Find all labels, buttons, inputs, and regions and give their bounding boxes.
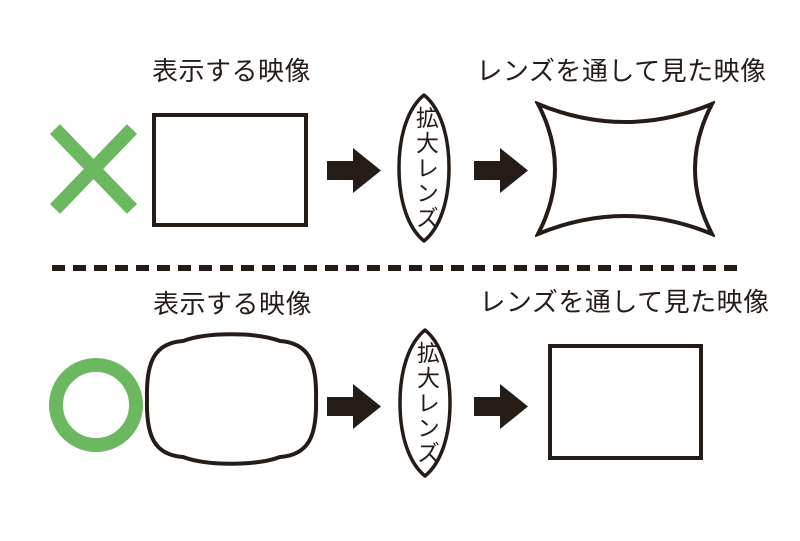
right-arrow-icon <box>474 148 528 193</box>
top-lens-shape: 拡大レンズ <box>392 93 456 243</box>
top-output-label: レンズを通して見た映像 <box>476 57 767 87</box>
bottom-output-label: レンズを通して見た映像 <box>479 288 770 318</box>
lens-outline-icon <box>397 93 451 243</box>
pincushion-distorted-rectangle <box>535 101 715 237</box>
right-arrow-icon <box>327 384 381 429</box>
bottom-output-rectangle <box>548 344 703 460</box>
top-lens-label: 拡大レンズ <box>411 105 438 231</box>
bottom-input-label: 表示する映像 <box>153 290 313 320</box>
top-input-label: 表示する映像 <box>152 57 312 87</box>
dashed-divider <box>52 265 742 271</box>
right-arrow-icon <box>327 148 381 193</box>
top-input-rectangle <box>152 113 308 227</box>
right-arrow-icon <box>474 384 528 429</box>
barrel-pre-distorted-rectangle <box>144 332 319 466</box>
lens-outline-icon <box>398 328 452 478</box>
bottom-lens-label: 拡大レンズ <box>412 340 439 466</box>
bottom-lens-shape: 拡大レンズ <box>393 328 457 478</box>
circle-icon <box>49 358 143 452</box>
cross-icon <box>49 124 138 214</box>
